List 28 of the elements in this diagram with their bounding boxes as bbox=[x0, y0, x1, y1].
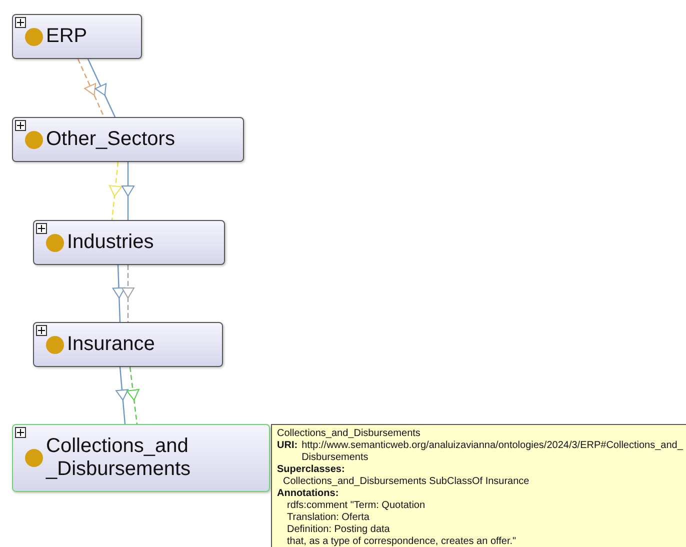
annotation-text: that, as a type of correspondence, creates an offer." bbox=[286, 536, 518, 547]
section-heading: Annotations: bbox=[277, 488, 340, 500]
arrow bbox=[109, 162, 122, 220]
class-box bbox=[12, 117, 244, 162]
class-name: ERP bbox=[46, 25, 88, 48]
superclass-text: Collections_and_Disbursements SubClassOf Insurance bbox=[282, 476, 530, 488]
arrow bbox=[116, 366, 128, 424]
annotation-text: rdfs:comment "Term: Quotation bbox=[286, 500, 426, 512]
arrow bbox=[122, 162, 134, 220]
field-label: URI: bbox=[277, 440, 298, 453]
arrow bbox=[77, 58, 105, 118]
annotation-text: Translation: Oferta bbox=[286, 512, 370, 524]
uri-text: http://www.semanticweb.org/analuizavianna/ontologies/2024/3/ERP#Collections_and_Disbursements bbox=[302, 440, 684, 464]
section-heading: Superclasses: bbox=[277, 464, 346, 476]
class-box bbox=[12, 424, 270, 492]
arrow bbox=[87, 58, 116, 118]
annotation-text: Definition: Posting data bbox=[286, 524, 391, 536]
tooltip-title: Collections_and_Disbursements bbox=[277, 428, 422, 440]
class-name: Collections_and _Disbursements bbox=[46, 435, 192, 481]
class-name: Other_Sectors bbox=[46, 128, 175, 151]
class-box bbox=[12, 14, 142, 59]
arrow bbox=[122, 265, 134, 322]
class-name: Industries bbox=[67, 231, 154, 254]
class-box bbox=[33, 322, 223, 367]
class-name: Insurance bbox=[67, 333, 155, 356]
arrow bbox=[126, 366, 140, 424]
class-box bbox=[33, 220, 225, 265]
arrow bbox=[112, 264, 126, 322]
